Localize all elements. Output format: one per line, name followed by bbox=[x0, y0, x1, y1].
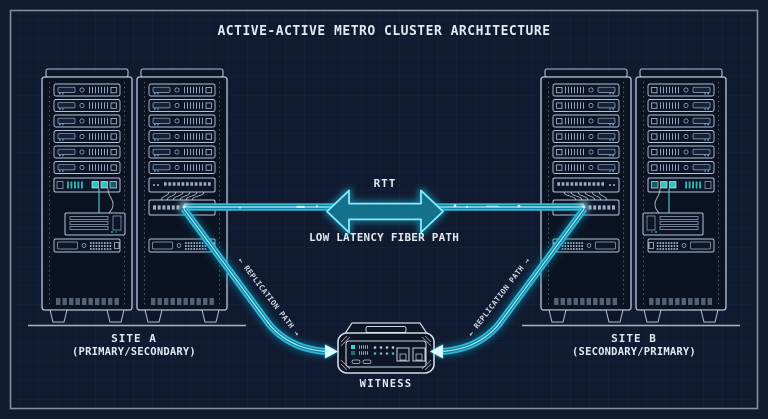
site-a-name: SITE A bbox=[111, 332, 157, 345]
site-a-role: (PRIMARY/SECONDARY) bbox=[72, 346, 196, 358]
site-a-racks bbox=[28, 69, 246, 326]
witness-rj45-ports bbox=[396, 347, 426, 362]
site-b-name: SITE B bbox=[611, 332, 657, 345]
witness-device bbox=[337, 322, 435, 374]
rtt-label: RTT bbox=[373, 177, 397, 190]
replication-path-left bbox=[179, 205, 338, 359]
site-b-role: (SECONDARY/PRIMARY) bbox=[572, 346, 696, 358]
rtt-arrow-icon bbox=[324, 188, 446, 235]
frame-border bbox=[9, 9, 759, 410]
diagram-title: ACTIVE-ACTIVE METRO CLUSTER ARCHITECTURE bbox=[217, 24, 551, 39]
witness-status-led bbox=[351, 345, 355, 349]
fiber-path-label: LOW LATENCY FIBER PATH bbox=[308, 231, 460, 244]
replication-path-right bbox=[430, 205, 589, 359]
witness-label: WITNESS bbox=[359, 378, 413, 390]
site-b-racks bbox=[522, 69, 740, 326]
